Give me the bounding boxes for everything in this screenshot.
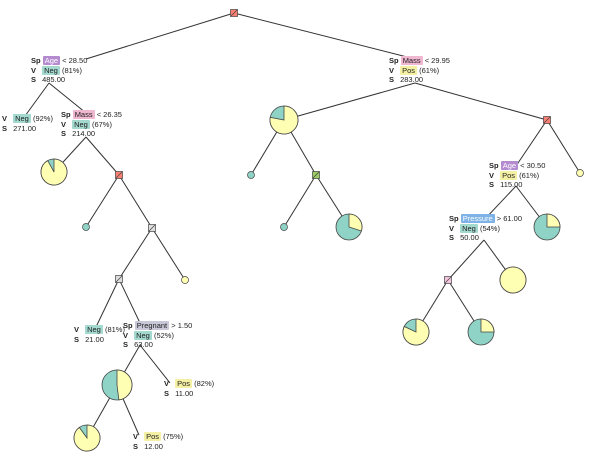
class-badge: Neg [72,119,90,129]
pie-pos-slice [402,318,430,346]
class-badge: Pos [400,65,418,75]
pie-node [73,424,101,452]
tree-edge [139,344,171,384]
tree-edge [515,119,548,167]
split-marker [312,171,320,179]
leaf-dot-neg [82,223,90,231]
leaf-dot-pos [576,169,584,177]
pregnant-node-label: Sp Pregnant > 1.50 V Neg (52%) S 63.00 [123,321,193,350]
pie-node [269,105,299,135]
age-node-right-label: Sp Age < 30.50 V Pos (61%) S 115.00 [489,161,546,190]
tree-edge [118,174,153,229]
split-marker [148,224,156,232]
pie-node [101,369,133,401]
tree-edge [414,82,548,121]
tree-edge [85,174,120,228]
tree-edge [151,227,186,281]
leaf-dot-neg [280,223,288,231]
root-node-label: Sp Age < 28.50 V Neg (81%) S 485.00 [31,56,88,85]
class-badge: Pos [500,170,518,180]
mass-node-label: Sp Mass < 26.35 V Neg (67%) S 214.00 [61,110,122,139]
pie-pos-slice [348,213,363,232]
pie-pos-slice [40,158,68,186]
tree-edge [118,278,141,324]
tree-edge [447,239,485,281]
pie-node [467,318,495,346]
class-badge: Pos [175,379,193,388]
pie-node [402,318,430,346]
class-badge: Neg [85,325,103,334]
root-marker [230,9,238,17]
pie-pos-slice [480,318,495,333]
split-node-slash [115,171,123,179]
class-badge: Neg [460,223,478,233]
pie-pos-slice [269,105,299,135]
tree-edge [85,12,235,60]
age-split-marker [543,116,551,124]
pie-node [533,213,561,241]
tree-edge [85,136,120,176]
pie-pos-slice [73,424,101,452]
tree-edge [283,82,416,121]
tree-edge [546,119,581,174]
split-attribute-badge: Mass [400,56,423,65]
pie-pos-slice [116,369,133,401]
split-attribute-badge: Mass [72,110,95,119]
tree-edge [233,12,416,60]
tree-nodes [40,9,584,452]
tree-edge [24,82,50,117]
right-root-node-label: Sp Mass < 29.95 V Pos (61%) S 283.00 [389,56,450,85]
split-attribute-badge: Pressure [460,214,495,223]
split-node-slash [148,224,156,232]
leaf-dot-pos [181,276,189,284]
pie-pos-slice [499,266,527,294]
leaf-label-pos-12: V Pos (75%) S 12.00 [133,432,184,451]
leaf-dot-neg [247,171,255,179]
split-node-slash [312,171,320,179]
split-attribute-badge: Age [500,161,519,170]
split-node-slash [230,9,238,17]
pie-pos-slice [546,213,561,228]
split-marker [115,171,123,179]
pressure-node-label: Sp Pressure > 61.00 V Neg (54%) S 50.00 [449,214,523,243]
tree-edge [48,82,87,114]
split-node-slash [444,276,452,284]
split-marker [444,276,452,284]
class-badge: Neg [13,114,31,123]
tree-edge [283,174,317,228]
class-badge: Pos [144,432,162,441]
split-node-slash [115,275,123,283]
leaf-label-pos-11: V Pos (82%) S 11.00 [164,379,215,398]
pie-node [499,266,527,294]
class-badge: Neg [42,65,60,75]
split-attribute-badge: Age [42,56,61,65]
tree-edge [118,227,153,280]
class-badge: Neg [134,330,152,340]
split-marker [115,275,123,283]
leaf-label-neg-21: V Neg (81%) S 21.00 [74,325,125,344]
leaf-label-neg-271: V Neg (92%) S 271.00 [2,114,53,133]
split-node-slash [543,116,551,124]
pie-node [335,213,363,241]
pie-node [40,158,68,186]
tree-edge [95,278,120,328]
split-attribute-badge: Pregnant [134,321,170,330]
